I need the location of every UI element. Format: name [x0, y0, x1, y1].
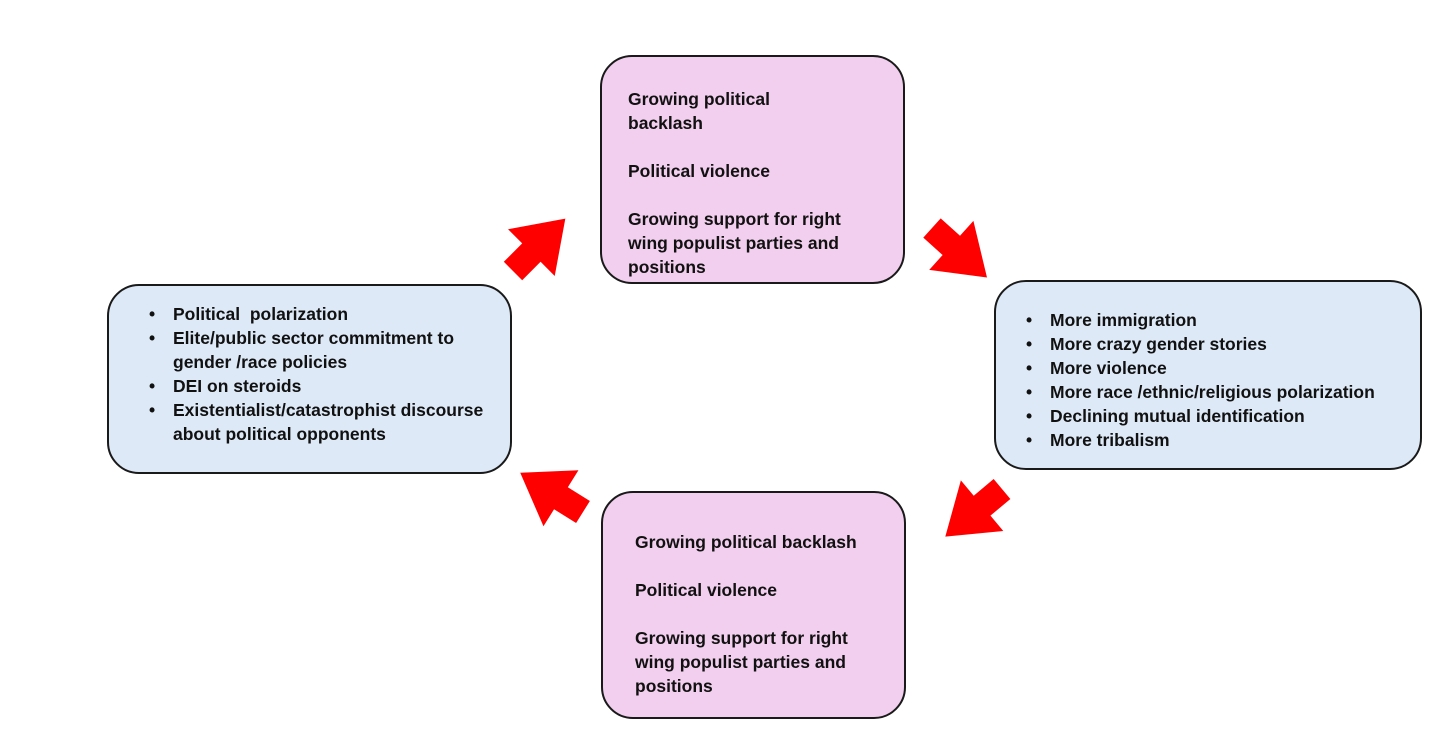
right-box: More immigration More crazy gender stori…	[994, 280, 1422, 470]
left-item-4: Existentialist/catastrophist discourse a…	[149, 398, 513, 446]
bottom-paragraph-1: Growing political backlash	[635, 532, 857, 552]
left-bullet-list: Political polarization Elite/public sect…	[149, 302, 498, 446]
right-item-3: More violence	[1026, 356, 1410, 380]
left-box: Political polarization Elite/public sect…	[107, 284, 512, 474]
right-item-5: Declining mutual identification	[1026, 404, 1410, 428]
left-item-2: Elite/public sector commitment to gender…	[149, 326, 493, 374]
arrow-right-to-bottom	[924, 463, 1024, 562]
bottom-box: Growing political backlash Political vio…	[601, 491, 906, 719]
top-box: Growing political backlash Political vio…	[600, 55, 905, 284]
arrow-left-to-top	[489, 195, 589, 295]
right-bullet-list: More immigration More crazy gender stori…	[1026, 308, 1410, 452]
left-item-1: Political polarization	[149, 302, 498, 326]
arrow-top-to-right	[909, 203, 1010, 303]
right-item-1: More immigration	[1026, 308, 1410, 332]
left-item-3: DEI on steroids	[149, 374, 498, 398]
bottom-paragraph-2: Political violence	[635, 580, 777, 600]
right-item-2: More crazy gender stories	[1026, 332, 1410, 356]
bottom-paragraph-3: Growing support for right wing populist …	[635, 628, 848, 696]
top-paragraph-2: Political violence	[628, 161, 770, 181]
arrow-bottom-to-left	[502, 444, 601, 540]
right-item-6: More tribalism	[1026, 428, 1410, 452]
right-item-4: More race /ethnic/religious polarization	[1026, 380, 1410, 404]
top-paragraph-1: Growing political backlash	[628, 89, 770, 133]
top-paragraph-3: Growing support for right wing populist …	[628, 209, 841, 277]
